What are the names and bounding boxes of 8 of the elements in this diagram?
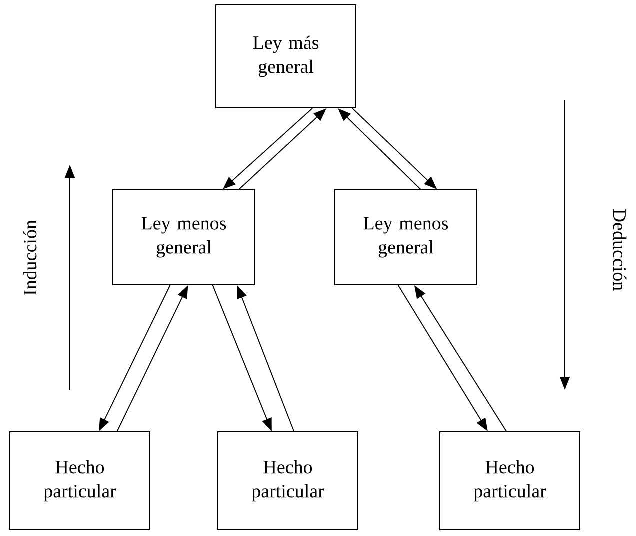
text-box: Ley menos general [112,190,256,286]
text-box: Ley más general [216,4,356,108]
text-box: Ley menos general [334,190,478,286]
text-box: Hecho particular [218,432,358,530]
side-label: Inducción [23,220,37,296]
side-label: Deducción [613,209,627,291]
text-box: Hecho particular [440,432,580,530]
text-box: Hecho particular [10,432,150,530]
